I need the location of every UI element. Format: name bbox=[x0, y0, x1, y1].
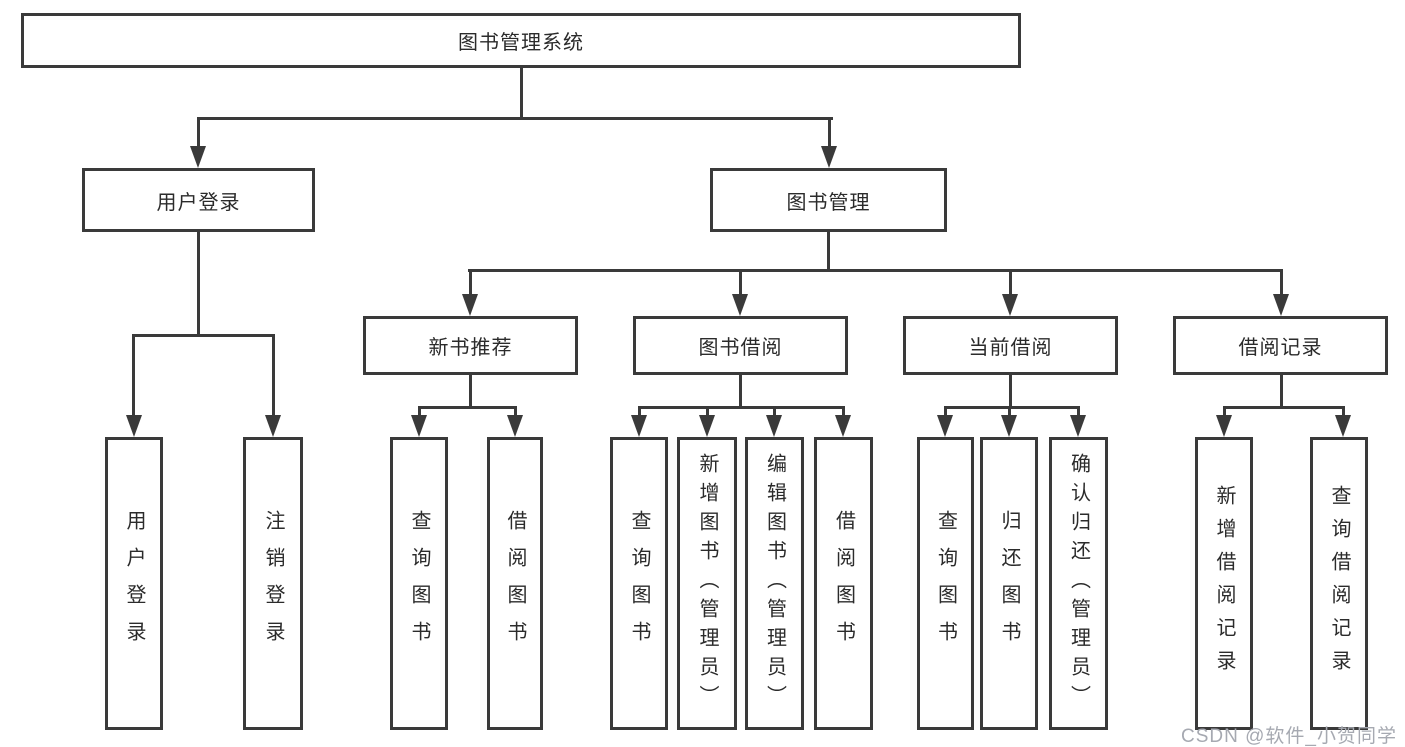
node-label: 查询借阅记录 bbox=[1328, 484, 1350, 683]
connector bbox=[1009, 269, 1012, 295]
connector bbox=[1008, 406, 1011, 417]
node-label: 用户登录 bbox=[123, 509, 145, 658]
arrowhead bbox=[411, 415, 427, 437]
arrowhead bbox=[507, 415, 523, 437]
arrowhead bbox=[631, 415, 647, 437]
node-leaf-add-borrow-record: 新增借阅记录 bbox=[1195, 437, 1253, 730]
arrowhead bbox=[732, 294, 748, 316]
node-current-borrowing: 当前借阅 bbox=[903, 316, 1118, 375]
connector bbox=[944, 406, 947, 417]
connector bbox=[1280, 375, 1283, 408]
node-leaf-return-books: 归还图书 bbox=[980, 437, 1038, 730]
node-leaf-logout: 注销登录 bbox=[243, 437, 303, 730]
connector bbox=[1280, 269, 1283, 295]
node-label: 用户登录 bbox=[156, 191, 241, 214]
connector bbox=[638, 406, 845, 409]
node-leaf-query-borrow-record: 查询借阅记录 bbox=[1310, 437, 1368, 730]
connector bbox=[272, 334, 275, 416]
connector bbox=[706, 406, 709, 417]
node-label: 查询图书 bbox=[934, 509, 957, 658]
node-label: 查询图书 bbox=[408, 509, 430, 658]
csdn-watermark: CSDN @软件_小贺同学 bbox=[1181, 726, 1397, 747]
connector bbox=[132, 334, 135, 416]
arrowhead bbox=[1002, 294, 1018, 316]
connector bbox=[197, 117, 200, 149]
connector bbox=[197, 117, 833, 120]
connector bbox=[418, 406, 421, 417]
connector bbox=[418, 406, 517, 409]
arrowhead bbox=[462, 294, 478, 316]
connector bbox=[1009, 375, 1012, 408]
connector bbox=[469, 375, 472, 408]
arrowhead bbox=[265, 415, 281, 437]
node-user-login: 用户登录 bbox=[82, 168, 315, 232]
node-label: 新增借阅记录 bbox=[1213, 484, 1235, 683]
node-label: 图书借阅 bbox=[698, 337, 783, 359]
node-label: 注销登录 bbox=[262, 509, 284, 658]
connector bbox=[514, 406, 517, 417]
node-label: 图书管理系统 bbox=[458, 32, 584, 54]
arrowhead bbox=[937, 415, 953, 437]
node-book-management: 图书管理 bbox=[710, 168, 947, 232]
node-label: 确认归还（管理员） bbox=[1067, 453, 1090, 714]
node-borrowing-records: 借阅记录 bbox=[1173, 316, 1388, 375]
node-label: 当前借阅 bbox=[968, 337, 1053, 359]
node-label: 新增图书（管理员） bbox=[696, 453, 718, 714]
arrowhead bbox=[1273, 294, 1289, 316]
connector bbox=[842, 406, 845, 417]
node-library-management-system: 图书管理系统 bbox=[21, 13, 1021, 68]
node-book-borrowing: 图书借阅 bbox=[633, 316, 848, 375]
arrowhead bbox=[126, 415, 142, 437]
connector bbox=[1223, 406, 1226, 417]
connector bbox=[739, 269, 742, 295]
node-leaf-query-books-current: 查询图书 bbox=[917, 437, 974, 730]
node-label: 新书推荐 bbox=[428, 337, 513, 359]
connector bbox=[827, 232, 830, 272]
connector bbox=[1223, 406, 1345, 409]
node-label: 借阅记录 bbox=[1238, 337, 1323, 359]
connector bbox=[828, 117, 831, 149]
connector bbox=[197, 232, 200, 336]
node-leaf-edit-books-admin: 编辑图书（管理员） bbox=[745, 437, 804, 730]
node-leaf-query-books-borrow: 查询图书 bbox=[610, 437, 668, 730]
node-label: 借阅图书 bbox=[504, 509, 526, 658]
arrowhead bbox=[821, 146, 837, 168]
connector bbox=[1077, 406, 1080, 417]
connector bbox=[944, 406, 1080, 409]
connector bbox=[773, 406, 776, 417]
connector bbox=[1342, 406, 1345, 417]
arrowhead bbox=[1335, 415, 1351, 437]
arrowhead bbox=[835, 415, 851, 437]
node-leaf-query-books-rec: 查询图书 bbox=[390, 437, 448, 730]
node-label: 图书管理 bbox=[786, 191, 871, 214]
node-label: 借阅图书 bbox=[832, 509, 855, 658]
arrowhead bbox=[1070, 415, 1086, 437]
arrowhead bbox=[766, 415, 782, 437]
node-new-book-recommendation: 新书推荐 bbox=[363, 316, 578, 375]
connector bbox=[132, 334, 275, 337]
node-label: 归还图书 bbox=[998, 509, 1020, 658]
node-leaf-add-books-admin: 新增图书（管理员） bbox=[677, 437, 737, 730]
connector bbox=[520, 66, 523, 119]
node-leaf-borrow-books: 借阅图书 bbox=[814, 437, 873, 730]
arrowhead bbox=[1001, 415, 1017, 437]
node-leaf-confirm-return-admin: 确认归还（管理员） bbox=[1049, 437, 1108, 730]
node-label: 编辑图书（管理员） bbox=[763, 453, 786, 714]
arrowhead bbox=[1216, 415, 1232, 437]
connector bbox=[468, 269, 1283, 272]
node-label: 查询图书 bbox=[628, 509, 650, 658]
connector bbox=[739, 375, 742, 408]
connector bbox=[638, 406, 641, 417]
node-leaf-borrow-books-rec: 借阅图书 bbox=[487, 437, 543, 730]
node-leaf-user-login: 用户登录 bbox=[105, 437, 163, 730]
arrowhead bbox=[190, 146, 206, 168]
arrowhead bbox=[699, 415, 715, 437]
connector bbox=[469, 269, 472, 295]
